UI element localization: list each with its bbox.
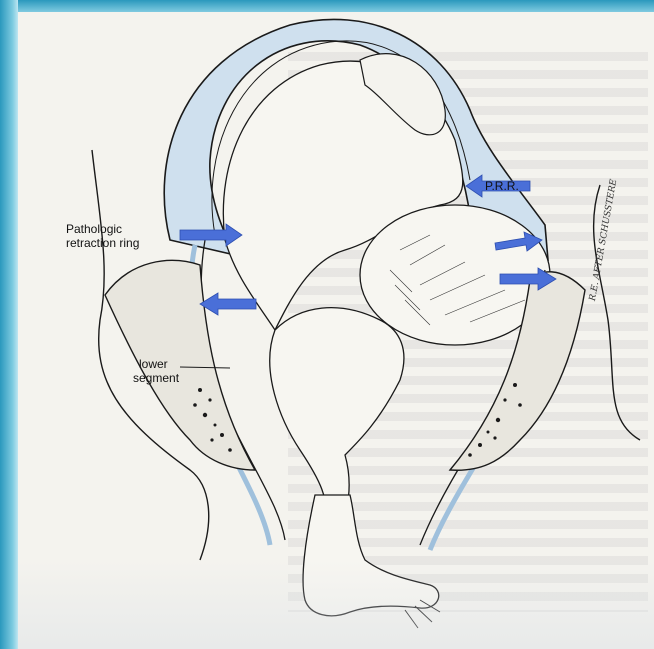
pathologic-label-line1: Pathologic bbox=[66, 222, 139, 236]
lower-label-line2: segment bbox=[133, 371, 179, 385]
pathologic-retraction-ring-label: Pathologic retraction ring bbox=[66, 222, 139, 250]
prr-label: P.R.R. bbox=[485, 179, 519, 193]
lower-segment-label: lower segment bbox=[133, 357, 179, 385]
lower-left-arrow bbox=[200, 293, 256, 315]
lower-label-line1: lower bbox=[133, 357, 179, 371]
bottom-fade bbox=[18, 560, 654, 649]
prr-label-text: P.R.R. bbox=[485, 179, 519, 193]
pelvis-left bbox=[105, 260, 255, 470]
pathologic-label-line2: retraction ring bbox=[66, 236, 139, 250]
